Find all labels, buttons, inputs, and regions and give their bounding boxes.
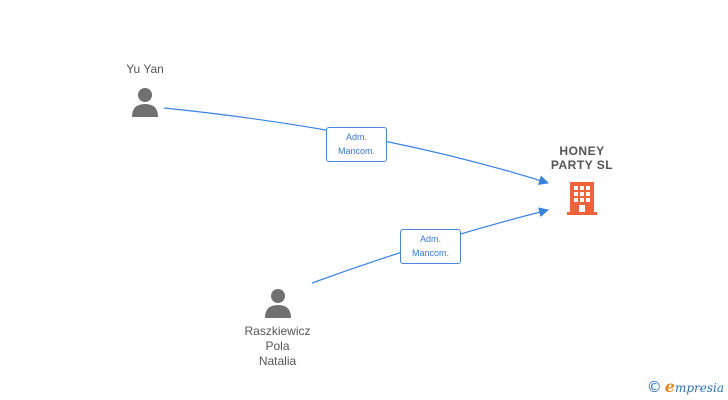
- person-name: Yu Yan: [126, 62, 164, 76]
- company-node-honey-party[interactable]: HONEY PARTY SL: [540, 144, 624, 216]
- edge-label-line2: Mancom.: [337, 146, 375, 156]
- person-node-yu-yan[interactable]: Yu Yan: [105, 62, 185, 117]
- edge-label-yu-yan[interactable]: Adm. Mancom.: [326, 127, 387, 162]
- building-icon: [567, 182, 597, 215]
- edge-label-line1: Adm.: [419, 234, 441, 244]
- person-node-raszkiewicz[interactable]: Raszkiewicz Pola Natalia: [230, 288, 325, 369]
- edge-label-line1: Adm.: [345, 132, 367, 142]
- edge-label-line2: Mancom.: [411, 248, 449, 258]
- edge-label-raszkiewicz[interactable]: Adm. Mancom.: [400, 229, 461, 264]
- brand-logo: empresia: [664, 377, 724, 396]
- person-name: Raszkiewicz Pola Natalia: [244, 324, 311, 368]
- copyright-icon: ©: [646, 377, 662, 396]
- person-icon: [264, 289, 291, 318]
- company-name: HONEY PARTY SL: [550, 144, 614, 172]
- person-icon: [132, 88, 158, 117]
- empresia-watermark: © empresia: [647, 377, 724, 396]
